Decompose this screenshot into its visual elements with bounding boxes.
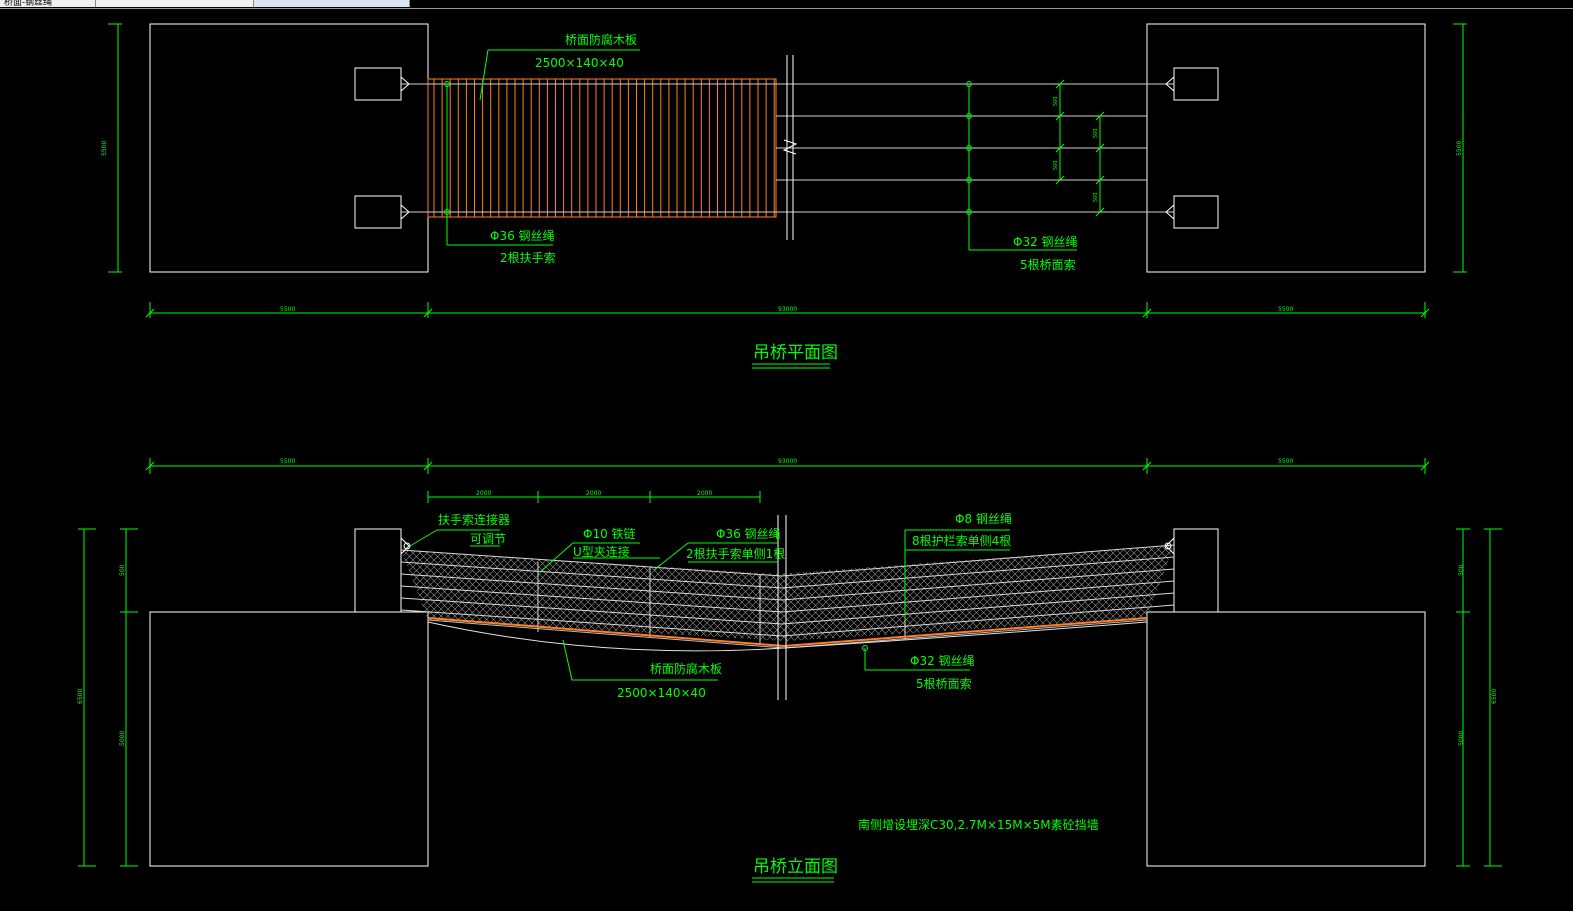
plan-deck-rope-spec: Φ32 钢丝绳 [1013,235,1078,249]
plan-spacing-3: 500 [1053,160,1059,170]
plan-deck-board-size: 2500×140×40 [535,56,624,70]
plan-deck-boards [427,78,777,218]
elev-leaders [78,458,1502,883]
elev-guard-spec: Φ8 钢丝绳 [955,512,1012,526]
elev-right-lower: 5000 [1458,731,1465,746]
elev-guard-mesh [401,545,1174,641]
drawing-tab-1[interactable]: 桥面-钢丝绳 [0,0,96,7]
plan-handrail-rope-spec: Φ36 钢丝绳 [490,229,555,243]
elev-connectors [400,537,1175,555]
elev-connector-sub: 可调节 [470,532,506,546]
elev-deck [427,617,1148,648]
plan-spacing-2: 500 [1093,128,1099,138]
guard-rope [400,580,1175,613]
plan-anchor-right-bottom [1173,195,1219,229]
elev-deck-board-label: 桥面防腐木板 [650,661,722,676]
elev-sag-cable [427,621,1148,652]
elev-handrail-spec: Φ36 钢丝绳 [716,527,781,541]
plan-spacing-1: 500 [1053,96,1059,106]
plan-view: 桥面防腐木板 2500×140×40 Φ36 钢丝绳 2根扶手索 Φ32 钢丝绳… [101,23,1467,369]
plan-break-line [782,55,798,240]
elev-guard-ropes [400,544,1175,637]
elev-handrail-sub: 2根扶手索单侧1根 [686,546,785,561]
elev-deck-rope-sub: 5根桥面索 [916,677,972,691]
guard-rope [400,592,1175,625]
elev-chain-sub: U型夹连接 [573,544,630,559]
elev-dim-right: 5500 [1278,458,1293,465]
elev-left-abutment [149,611,429,867]
elev-right-tower [1173,528,1219,613]
plan-deck-rope-desc: 5根桥面索 [1020,258,1076,272]
plan-spacing-4: 500 [1093,192,1099,202]
plan-right-abutment [1146,23,1426,273]
elev-right-upper: 500 [1458,564,1465,576]
elevation-view: 5500 93000 5500 2000 2000 2000 扶手索连接器 可调… [77,458,1502,883]
elev-dim-left: 5500 [280,458,295,465]
elev-seg-2: 2000 [586,490,601,497]
plan-labels: 桥面防腐木板 2500×140×40 Φ36 钢丝绳 2根扶手索 Φ32 钢丝绳… [101,32,1463,363]
elev-dim-span: 93000 [778,458,797,465]
plan-rope-clamps [400,76,1175,220]
elev-left-lower: 5000 [119,731,126,746]
guard-rope [400,604,1175,637]
plan-left-abutment [149,23,429,273]
plan-dim-right: 5500 [1278,306,1293,313]
guard-rope [400,556,1175,589]
elev-title: 吊桥立面图 [753,857,838,877]
elev-seg-3: 2000 [697,490,712,497]
guard-rope [400,544,1175,577]
elev-seg-1: 2000 [476,490,491,497]
plan-leaders [108,23,1467,369]
elev-right-abutment [1146,611,1426,867]
elev-note: 南侧增设埋深C30,2.7M×15M×5M素砼挡墙 [858,817,1099,832]
plan-title: 吊桥平面图 [753,343,838,363]
elev-center-line [777,515,787,700]
guard-rope [400,568,1175,601]
plan-handrail-rope-desc: 2根扶手索 [500,250,556,265]
elev-guard-sub: 8根护栏索单侧4根 [912,533,1011,548]
plan-dim-left-height: 5500 [101,141,108,156]
plan-anchor-left-bottom [354,195,402,229]
elev-deck-rope-spec: Φ32 钢丝绳 [910,654,975,668]
drawing-tab-2[interactable] [96,0,254,7]
elev-labels: 5500 93000 5500 2000 2000 2000 扶手索连接器 可调… [77,458,1498,877]
elev-connector-label: 扶手索连接器 [438,512,510,527]
plan-anchor-left-top [354,67,402,101]
elev-right-total: 6500 [1491,689,1498,704]
drawing-tab-bar: 桥面-钢丝绳 [0,0,1573,9]
plan-dim-span: 93000 [778,306,797,313]
elev-left-tower [354,528,402,613]
elev-left-upper: 500 [119,564,126,576]
elev-deck-board-size: 2500×140×40 [617,686,706,700]
plan-anchor-right-top [1173,67,1219,101]
plan-dim-right-height: 5500 [1456,141,1463,156]
elev-left-total: 6500 [77,689,84,704]
plan-deck-board-label: 桥面防腐木板 [565,32,637,47]
elev-chain-spec: Φ10 铁链 [583,526,636,541]
plan-dim-left: 5500 [280,306,295,313]
drawing-tab-3[interactable] [254,0,410,7]
